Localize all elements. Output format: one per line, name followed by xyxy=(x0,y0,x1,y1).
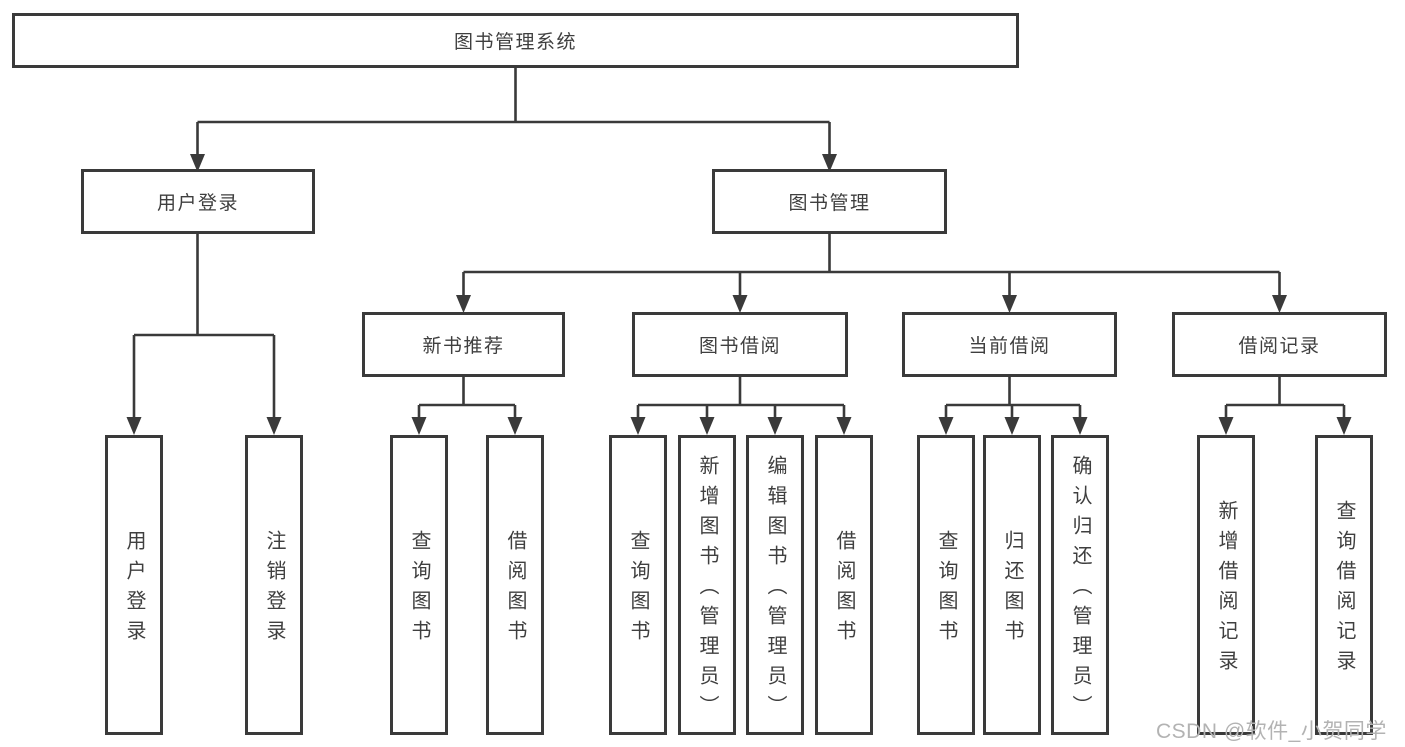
node-label: 用户登录 xyxy=(156,193,239,214)
node-label: 图书管理 xyxy=(788,193,871,214)
connector-user-login-to-leaves xyxy=(132,234,276,419)
arrowhead xyxy=(836,417,852,435)
node-leaf-edit-books-admin: 编辑图书（管理员） xyxy=(746,435,804,735)
node-label: 查询图书 xyxy=(408,530,430,650)
node-leaf-borrow-books-recommendation: 借阅图书 xyxy=(486,435,544,735)
arrowhead xyxy=(126,417,142,435)
node-book-management: 图书管理 xyxy=(712,169,947,234)
arrowhead xyxy=(938,417,954,435)
arrowhead xyxy=(767,417,783,435)
arrowhead xyxy=(1218,417,1234,435)
node-label: 注销登录 xyxy=(263,530,285,650)
node-leaf-query-books-current: 查询图书 xyxy=(917,435,975,735)
node-leaf-borrow-books-borrowing: 借阅图书 xyxy=(815,435,873,735)
node-label: 当前借阅 xyxy=(968,336,1051,357)
node-leaf-add-books-admin: 新增图书（管理员） xyxy=(678,435,736,735)
arrowhead xyxy=(1004,417,1020,435)
connector-current-borrowing-to-leaves xyxy=(944,377,1082,419)
node-leaf-confirm-return-admin: 确认归还（管理员） xyxy=(1051,435,1109,735)
arrowhead xyxy=(1336,417,1352,435)
arrowhead xyxy=(630,417,646,435)
arrowhead xyxy=(1072,417,1088,435)
node-label: 查询图书 xyxy=(627,530,649,650)
node-label: 图书借阅 xyxy=(698,336,781,357)
connector-borrowing-records-to-leaves xyxy=(1224,377,1346,419)
node-label: 借阅图书 xyxy=(833,530,855,650)
node-label: 确认归还（管理员） xyxy=(1069,455,1091,725)
arrowhead xyxy=(822,154,837,172)
arrowhead xyxy=(190,154,205,172)
node-current-borrowing: 当前借阅 xyxy=(902,312,1117,377)
node-leaf-logout: 注销登录 xyxy=(245,435,303,735)
node-leaf-query-books-recommendation: 查询图书 xyxy=(390,435,448,735)
node-leaf-return-books: 归还图书 xyxy=(983,435,1041,735)
node-label: 用户登录 xyxy=(123,530,145,650)
connector-root-to-level2 xyxy=(196,68,831,156)
arrowhead xyxy=(699,417,715,435)
node-label: 查询图书 xyxy=(935,530,957,650)
node-new-book-recommendation: 新书推荐 xyxy=(362,312,565,377)
node-label: 新增借阅记录 xyxy=(1215,500,1237,680)
arrowhead xyxy=(266,417,282,435)
arrowhead xyxy=(732,295,748,313)
node-leaf-query-borrow-record: 查询借阅记录 xyxy=(1315,435,1373,735)
csdn-watermark: CSDN @软件_小贺同学 xyxy=(1156,720,1387,743)
node-label: 归还图书 xyxy=(1001,530,1023,650)
node-library-management-system: 图书管理系统 xyxy=(12,13,1019,68)
arrowhead xyxy=(411,417,427,435)
node-label: 查询借阅记录 xyxy=(1333,500,1355,680)
node-book-borrowing: 图书借阅 xyxy=(632,312,848,377)
arrowhead xyxy=(1002,295,1017,313)
node-label: 借阅记录 xyxy=(1238,336,1321,357)
connector-book-management-to-level3 xyxy=(462,234,1281,297)
node-leaf-add-borrow-record: 新增借阅记录 xyxy=(1197,435,1255,735)
node-label: 编辑图书（管理员） xyxy=(764,455,786,725)
connector-book-borrowing-to-leaves xyxy=(636,377,846,419)
node-leaf-query-books-borrowing: 查询图书 xyxy=(609,435,667,735)
connector-new-book-recommendation-to-leaves xyxy=(417,377,517,419)
node-label: 借阅图书 xyxy=(504,530,526,650)
node-leaf-user-login: 用户登录 xyxy=(105,435,163,735)
node-user-login: 用户登录 xyxy=(81,169,315,234)
arrowhead xyxy=(1272,295,1287,313)
arrowhead xyxy=(456,295,471,313)
node-borrowing-records: 借阅记录 xyxy=(1172,312,1387,377)
node-label: 新增图书（管理员） xyxy=(696,455,718,725)
node-label: 图书管理系统 xyxy=(453,32,577,53)
arrowhead xyxy=(507,417,523,435)
node-label: 新书推荐 xyxy=(422,336,505,357)
